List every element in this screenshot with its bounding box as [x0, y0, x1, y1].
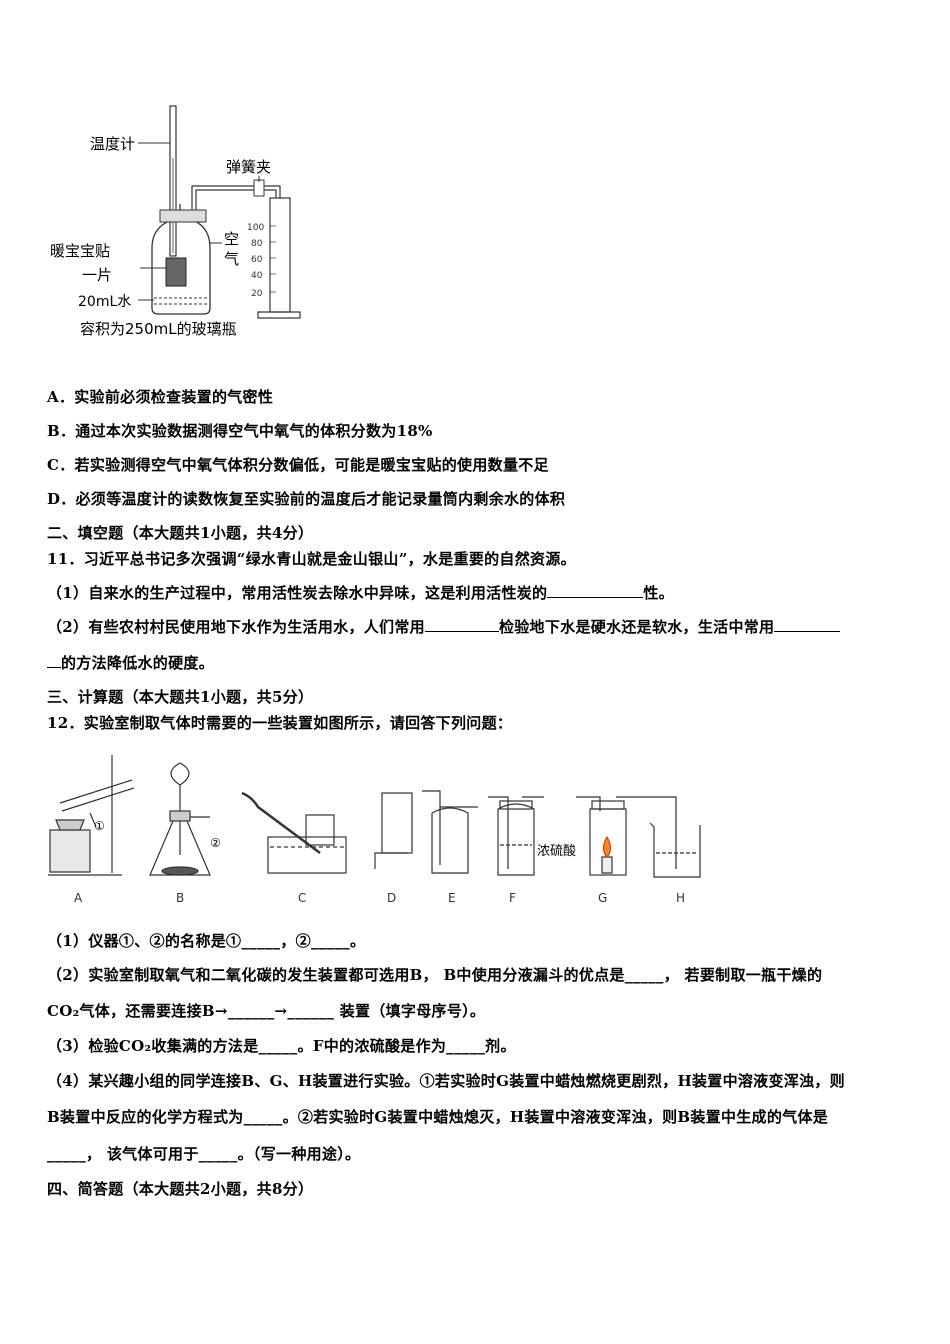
label-c: C [298, 891, 306, 905]
option-b: B．通过本次实验数据测得空气中氧气的体积分数为18% [47, 422, 433, 440]
q12-part4-b: B装置中反应的化学方程式为_____。②若实验时G装置中蜡烛熄灭，H装置中溶液变… [47, 1108, 829, 1126]
clip-label: 弹簧夹 [226, 158, 271, 176]
apparatus-h [649, 822, 701, 878]
q11-part2-text-a: （2）有些农村村民使用地下水作为生活用水，人们常用 [47, 618, 425, 636]
scale-40: 40 [251, 271, 263, 281]
q12-part3: （3）检验CO₂收集满的方法是_____。F中的浓硫酸是作为_____剂。 [47, 1037, 516, 1055]
scale-20: 20 [251, 289, 263, 299]
label-a: A [74, 891, 83, 905]
apparatus-figure-1: 温度计 弹簧夹 暖宝宝贴 一片 20mL水 空 气 容积为250mL的玻璃瓶 1… [50, 105, 301, 338]
q11-part1-text-a: （1）自来水的生产过程中，常用活性炭去除水中异味，这是利用活性炭的 [47, 584, 548, 602]
q12-stem: 12．实验室制取气体时需要的一些装置如图所示，请回答下列问题： [47, 714, 513, 732]
q11-part2-cont: 的方法降低水的硬度。 [47, 652, 214, 673]
apparatus-f [488, 796, 544, 876]
q11-part2-text-c: 的方法降低水的硬度。 [61, 654, 215, 672]
scale-60: 60 [251, 255, 263, 265]
marker-1: ① [94, 819, 105, 833]
answer-blank[interactable] [547, 597, 644, 598]
label-g: G [598, 891, 607, 905]
section-heading-2: 二、填空题（本大题共1小题，共4分） [47, 524, 314, 542]
water-label: 20mL水 [78, 294, 131, 310]
label-d: D [387, 891, 396, 905]
answer-blank[interactable] [774, 631, 841, 632]
apparatus-c [241, 791, 347, 874]
q12-part1: （1）仪器①、②的名称是①_____，②_____。 [47, 932, 366, 950]
acid-label: 浓硫酸 [537, 844, 576, 859]
option-c: C．若实验测得空气中氧气体积分数偏低，可能是暖宝宝贴的使用数量不足 [47, 456, 549, 474]
thermometer-label: 温度计 [90, 135, 135, 153]
apparatus-b [149, 762, 211, 876]
apparatus-d [374, 792, 413, 869]
label-h: H [676, 891, 685, 905]
label-f: F [509, 891, 516, 905]
answer-blank[interactable] [47, 667, 61, 668]
q11-part1-text-b: 性。 [643, 584, 674, 602]
apparatus-figure-2: ① ② 浓硫酸 [48, 755, 701, 905]
q11-part2: （2）有些农村村民使用地下水作为生活用水，人们常用 检验地下水是硬水还是软水，生活… [47, 616, 841, 637]
answer-blank[interactable] [424, 631, 499, 632]
q11-stem: 11．习近平总书记多次强调“绿水青山就是金山银山”，水是重要的自然资源。 [47, 550, 576, 568]
scale-80: 80 [251, 239, 263, 249]
bottle-label: 容积为250mL的玻璃瓶 [80, 320, 237, 338]
label-e: E [448, 891, 456, 905]
scale-100: 100 [247, 223, 264, 233]
section-heading-4: 四、简答题（本大题共2小题，共8分） [47, 1180, 314, 1198]
q12-part2-b: CO₂气体，还需要连接B→______→______ 装置（填字母序号）。 [47, 1002, 486, 1020]
apparatus-g [576, 796, 677, 876]
q12-part2-a: （2）实验室制取氧气和二氧化碳的发生装置都可选用B， B中使用分液漏斗的优点是_… [47, 966, 823, 984]
q11-part1: （1）自来水的生产过程中，常用活性炭去除水中异味，这是利用活性炭的 性。 [47, 582, 674, 603]
label-b: B [176, 891, 184, 905]
option-d: D．必须等温度计的读数恢复至实验前的温度后才能记录量筒内剩余水的体积 [47, 490, 566, 508]
marker-2: ② [210, 836, 221, 850]
warmer-label-2: 一片 [82, 266, 112, 284]
section-heading-3: 三、计算题（本大题共1小题，共5分） [47, 688, 314, 706]
air-label-1: 空 [224, 230, 239, 248]
air-label-2: 气 [224, 250, 239, 268]
q11-part2-text-b: 检验地下水是硬水还是软水，生活中常用 [498, 618, 775, 636]
warmer-label-1: 暖宝宝贴 [50, 242, 110, 260]
apparatus-e [422, 790, 478, 874]
q12-part4-a: （4）某兴趣小组的同学连接B、G、H装置进行实验。①若实验时G装置中蜡烛燃烧更剧… [47, 1072, 845, 1090]
apparatus-a [48, 755, 135, 876]
q12-part4-c: _____， 该气体可用于_____。（写一种用途）。 [47, 1145, 361, 1163]
option-a: A．实验前必须检查装置的气密性 [47, 388, 274, 406]
